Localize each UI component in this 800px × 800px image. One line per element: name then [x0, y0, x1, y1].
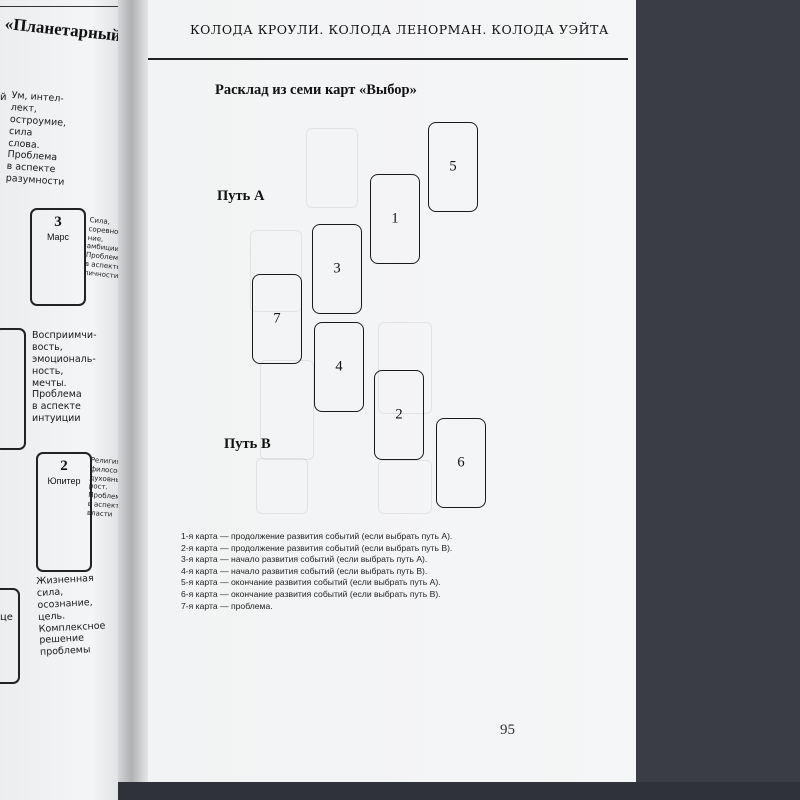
left-page-card-name: Марс	[46, 232, 70, 242]
left-page-card-number: 2	[60, 458, 68, 474]
show-through-mark	[250, 230, 302, 312]
show-through-mark	[260, 360, 314, 460]
legend-item: 5-я карта — окончание развития событий (…	[181, 577, 441, 588]
left-page-card-partial-1	[0, 328, 26, 450]
show-through-mark	[256, 458, 308, 514]
spread-title: Расклад из семи карт «Выбор»	[215, 82, 417, 98]
show-through-mark	[378, 322, 432, 414]
card-number: 6	[457, 454, 465, 471]
running-header: КОЛОДА КРОУЛИ. КОЛОДА ЛЕНОРМАН. КОЛОДА У…	[190, 22, 609, 37]
show-through-mark	[306, 128, 358, 208]
legend-item: 2-я карта — продолжение развития событий…	[181, 542, 453, 553]
left-page-rule	[0, 6, 120, 7]
left-page: «Планетарный» й Ум, интел- лект, остроум…	[0, 0, 132, 800]
book-gutter	[118, 0, 148, 800]
path-a-label: Путь А	[217, 188, 265, 204]
legend-item: 1-я карта — продолжение развития событий…	[181, 531, 453, 541]
card-number: 3	[333, 260, 341, 277]
left-page-card-name: Юпитер	[47, 476, 81, 486]
spread-card-2: 2	[374, 370, 424, 460]
spread-card-3: 3	[312, 224, 362, 314]
left-page-text-intellect: Ум, интел- лект, остроумие, сила слова. …	[5, 90, 67, 188]
card-number: 7	[273, 310, 281, 327]
spread-card-1: 1	[370, 174, 420, 264]
card-number: 4	[335, 358, 343, 375]
left-page-card-jupiter: 2 Юпитер	[36, 452, 92, 572]
background-surface	[118, 782, 800, 800]
spread-card-5: 5	[428, 122, 478, 212]
legend-item: 6-я карта — окончание развития событий (…	[181, 588, 441, 599]
right-page	[118, 0, 636, 782]
left-page-card-mars: 3 Марс	[30, 208, 86, 306]
card-number: 1	[391, 210, 399, 227]
header-rule	[148, 58, 628, 60]
card-number: 5	[449, 158, 457, 175]
legend-item: 3-я карта — начало развития событий (есл…	[181, 554, 428, 565]
left-page-edge-text: це	[0, 612, 13, 623]
left-page-card-number: 3	[54, 214, 62, 230]
spread-card-4: 4	[314, 322, 364, 412]
left-page-card-partial-2	[0, 588, 20, 684]
card-number: 2	[395, 406, 403, 423]
show-through-mark	[378, 460, 432, 514]
spread-card-7: 7	[252, 274, 302, 364]
left-page-text-perception: Восприимчи- вость, эмоциональ- ность, ме…	[32, 330, 97, 425]
left-page-title: «Планетарный»	[4, 14, 131, 46]
legend-item: 7-я карта — проблема.	[181, 600, 273, 611]
path-b-label: Путь В	[224, 436, 271, 452]
spread-card-6: 6	[436, 418, 486, 508]
card-legend: 1-я карта — продолжение развития событий…	[181, 531, 452, 612]
page-number: 95	[500, 722, 515, 738]
left-page-text-life: Жизненная сила, осознание, цель. Комплек…	[36, 572, 106, 659]
left-page-edge-text: й	[0, 92, 7, 103]
legend-item: 4-я карта — начало развития событий (есл…	[181, 565, 428, 576]
